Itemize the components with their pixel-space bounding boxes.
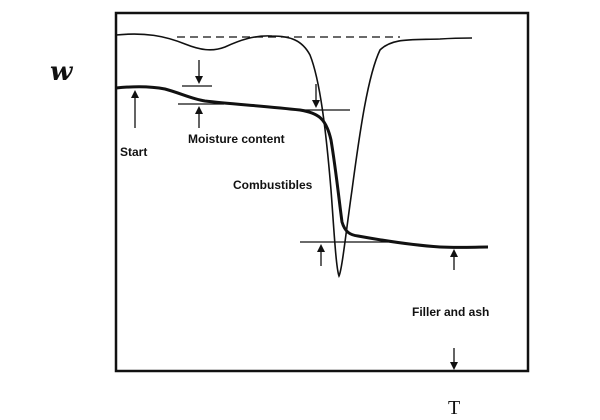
filler-label: Filler and ash <box>412 305 489 319</box>
start-label: Start <box>120 145 147 159</box>
dtg-curve <box>115 33 473 279</box>
y-axis-label: w <box>50 57 74 87</box>
x-axis-label: T <box>448 397 460 419</box>
moisture-label: Moisture content <box>188 132 285 146</box>
plot-frame <box>114 11 530 373</box>
tg-curve <box>115 85 489 249</box>
combustibles-label: Combustibles <box>233 178 313 192</box>
